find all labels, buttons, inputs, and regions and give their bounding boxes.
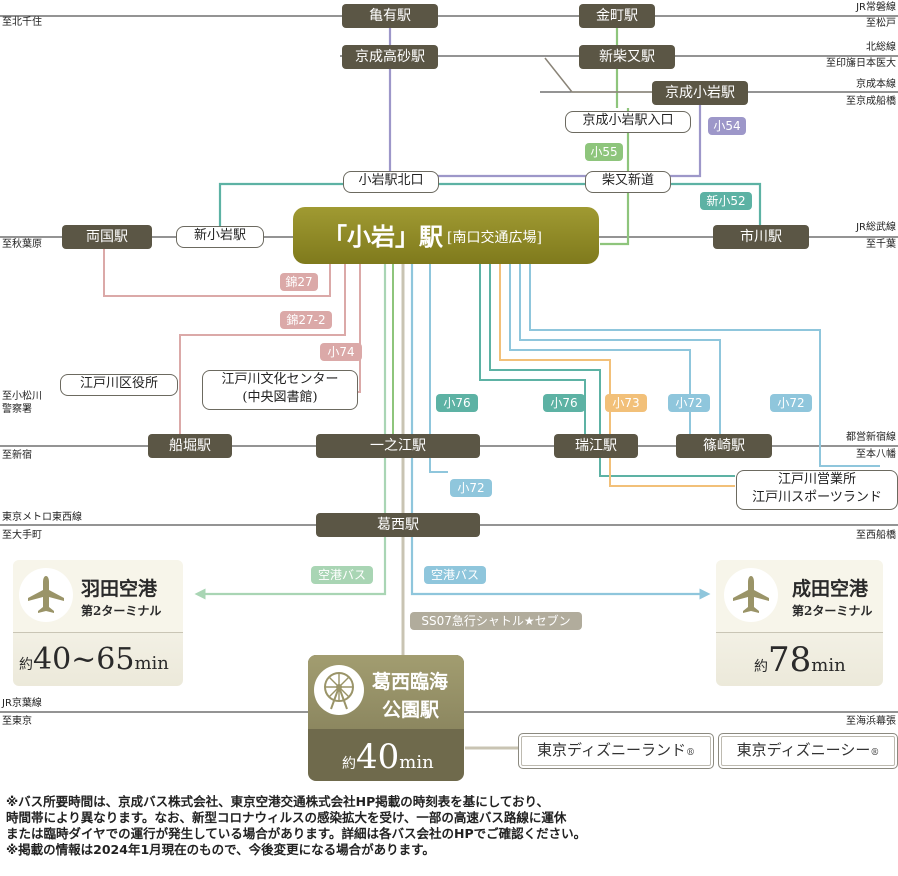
- keiyo-left-label: 至東京: [2, 716, 32, 727]
- kasai-rinkai-time: 約40min: [342, 737, 434, 777]
- route-ss07[interactable]: SS07急行シャトル★セブン: [410, 612, 582, 630]
- kasai-rinkai-title-1: 葛西臨海: [372, 671, 449, 693]
- bunka-center-sub: (中央図書館): [242, 390, 318, 405]
- station-ryogoku[interactable]: 両国駅: [62, 225, 152, 249]
- stop-edogawa-eigyosho[interactable]: 江戸川営業所 江戸川スポーツランド: [736, 470, 898, 510]
- joban-right-label: 至松戸: [866, 18, 896, 29]
- footnote-line: 時間帯により異なります。なお、新型コロナウィルスの感染拡大を受け、一部の高速バス…: [6, 810, 567, 825]
- hokuso-right-label: 至印旛日本医大: [826, 58, 896, 69]
- station-kasai[interactable]: 葛西駅: [316, 513, 480, 537]
- sobu-line-label: JR総武線: [856, 222, 896, 233]
- registered-mark-sea: ®: [870, 748, 880, 758]
- footnote-line: または臨時ダイヤでの運行が発生している場合があります。詳細は各バス会社のHPでご…: [6, 826, 587, 841]
- stop-koiwa-kitaguchi[interactable]: 小岩駅北口: [343, 171, 439, 193]
- joban-left-label: 至北千住: [2, 17, 42, 28]
- station-ichikawa[interactable]: 市川駅: [713, 225, 809, 249]
- station-shinozaki[interactable]: 篠崎駅: [676, 434, 772, 458]
- stop-shibamata-shindo[interactable]: 柴又新道: [585, 171, 671, 193]
- route-ko54[interactable]: 小54: [708, 117, 746, 135]
- stop-edogawa-kuyakusho[interactable]: 江戸川区役所: [60, 374, 178, 396]
- kasai-rinkai-card[interactable]: 葛西臨海 公園駅 約40min: [308, 655, 464, 781]
- police-label: 警察署: [2, 404, 32, 415]
- bunka-center-name: 江戸川文化センター: [221, 372, 339, 387]
- footnote-line: ※バス所要時間は、京成バス株式会社、東京空港交通株式会社HP掲載の時刻表を基にし…: [6, 794, 550, 809]
- ferris-wheel-icon: [314, 665, 364, 715]
- keiyo-line-label: JR京葉線: [2, 698, 42, 709]
- koiwa-station-hub[interactable]: 「小岩」駅 [南口交通広場]: [293, 207, 599, 264]
- hub-subtitle: [南口交通広場]: [447, 230, 542, 246]
- disneysea-label: 東京ディズニーシー: [736, 741, 871, 759]
- komatsugawa-label: 至小松川: [2, 391, 42, 402]
- route-ko72-a[interactable]: 小72: [668, 394, 710, 412]
- disneysea-box[interactable]: 東京ディズニーシー®: [718, 733, 898, 769]
- route-ko72-b[interactable]: 小72: [770, 394, 812, 412]
- keisei-line-label: 京成本線: [856, 79, 896, 90]
- disneyland-label: 東京ディズニーランド: [537, 741, 686, 759]
- plane-icon: [724, 568, 778, 622]
- keisei-right-label: 至京成船橋: [846, 96, 896, 107]
- route-airport-bus-narita[interactable]: 空港バス: [424, 566, 486, 584]
- station-kameari[interactable]: 亀有駅: [342, 4, 438, 28]
- hokuso-line-label: 北総線: [866, 42, 896, 53]
- narita-time: 約78min: [754, 640, 846, 680]
- route-ko74[interactable]: 小74: [320, 343, 362, 361]
- route-shinko52[interactable]: 新小52: [700, 192, 752, 210]
- route-nishiki27-2[interactable]: 錦27-2: [280, 311, 332, 329]
- joban-line-label: JR常磐線: [856, 2, 896, 13]
- plane-icon: [19, 568, 73, 622]
- route-ko76-a[interactable]: 小76: [436, 394, 478, 412]
- narita-airport-card[interactable]: 成田空港 第2ターミナル 約78min: [716, 560, 883, 686]
- footnote: ※バス所要時間は、京成バス株式会社、東京空港交通株式会社HP掲載の時刻表を基にし…: [6, 794, 896, 858]
- hub-title: 「小岩」駅: [323, 222, 443, 251]
- tozai-right-label: 至西船橋: [856, 530, 896, 541]
- route-ko73[interactable]: 小73: [605, 394, 647, 412]
- tozai-line-label: 東京メトロ東西線: [2, 512, 82, 523]
- station-mizue[interactable]: 瑞江駅: [554, 434, 638, 458]
- route-ko76-b[interactable]: 小76: [543, 394, 585, 412]
- tozai-left-label: 至大手町: [2, 530, 42, 541]
- station-keisei-takasago[interactable]: 京成高砂駅: [342, 45, 438, 69]
- haneda-airport-card[interactable]: 羽田空港 第2ターミナル 約40~65min: [13, 560, 183, 686]
- stop-keisei-koiwa-iriguchi[interactable]: 京成小岩駅入口: [565, 111, 691, 133]
- station-funabori[interactable]: 船堀駅: [148, 434, 232, 458]
- sobu-right-label: 至千葉: [866, 239, 896, 250]
- haneda-time: 約40~65min: [19, 642, 169, 677]
- haneda-title: 羽田空港: [81, 578, 158, 600]
- narita-title: 成田空港: [792, 578, 869, 600]
- kasai-rinkai-title-2: 公園駅: [382, 699, 440, 721]
- route-airport-bus-haneda[interactable]: 空港バス: [311, 566, 373, 584]
- route-nishiki27[interactable]: 錦27: [280, 273, 318, 291]
- footnote-line: ※掲載の情報は2024年1月現在のもので、今後変更になる場合があります。: [6, 842, 435, 857]
- route-ko55[interactable]: 小55: [585, 143, 623, 161]
- stop-shinkoiwa[interactable]: 新小岩駅: [176, 226, 264, 248]
- haneda-sub: 第2ターミナル: [81, 604, 162, 618]
- station-kanamachi[interactable]: 金町駅: [579, 4, 655, 28]
- shinjuku-line-label: 都営新宿線: [846, 432, 896, 443]
- sobu-left-label: 至秋葉原: [2, 239, 42, 250]
- disneyland-box[interactable]: 東京ディズニーランド®: [518, 733, 714, 769]
- narita-sub: 第2ターミナル: [792, 604, 873, 618]
- station-keisei-koiwa[interactable]: 京成小岩駅: [652, 81, 748, 105]
- eigyosho-name: 江戸川営業所: [777, 472, 856, 487]
- shinjuku-left-label: 至新宿: [2, 450, 32, 461]
- registered-mark-land: ®: [685, 748, 695, 758]
- keiyo-right-label: 至海浜幕張: [846, 716, 896, 727]
- station-ichinoe[interactable]: 一之江駅: [316, 434, 480, 458]
- station-shinshibamata[interactable]: 新柴又駅: [579, 45, 675, 69]
- route-ko72-c[interactable]: 小72: [450, 479, 492, 497]
- shinjuku-right-label: 至本八幡: [856, 449, 896, 460]
- stop-bunka-center[interactable]: 江戸川文化センター (中央図書館): [202, 370, 358, 410]
- eigyosho-sub: 江戸川スポーツランド: [752, 490, 882, 505]
